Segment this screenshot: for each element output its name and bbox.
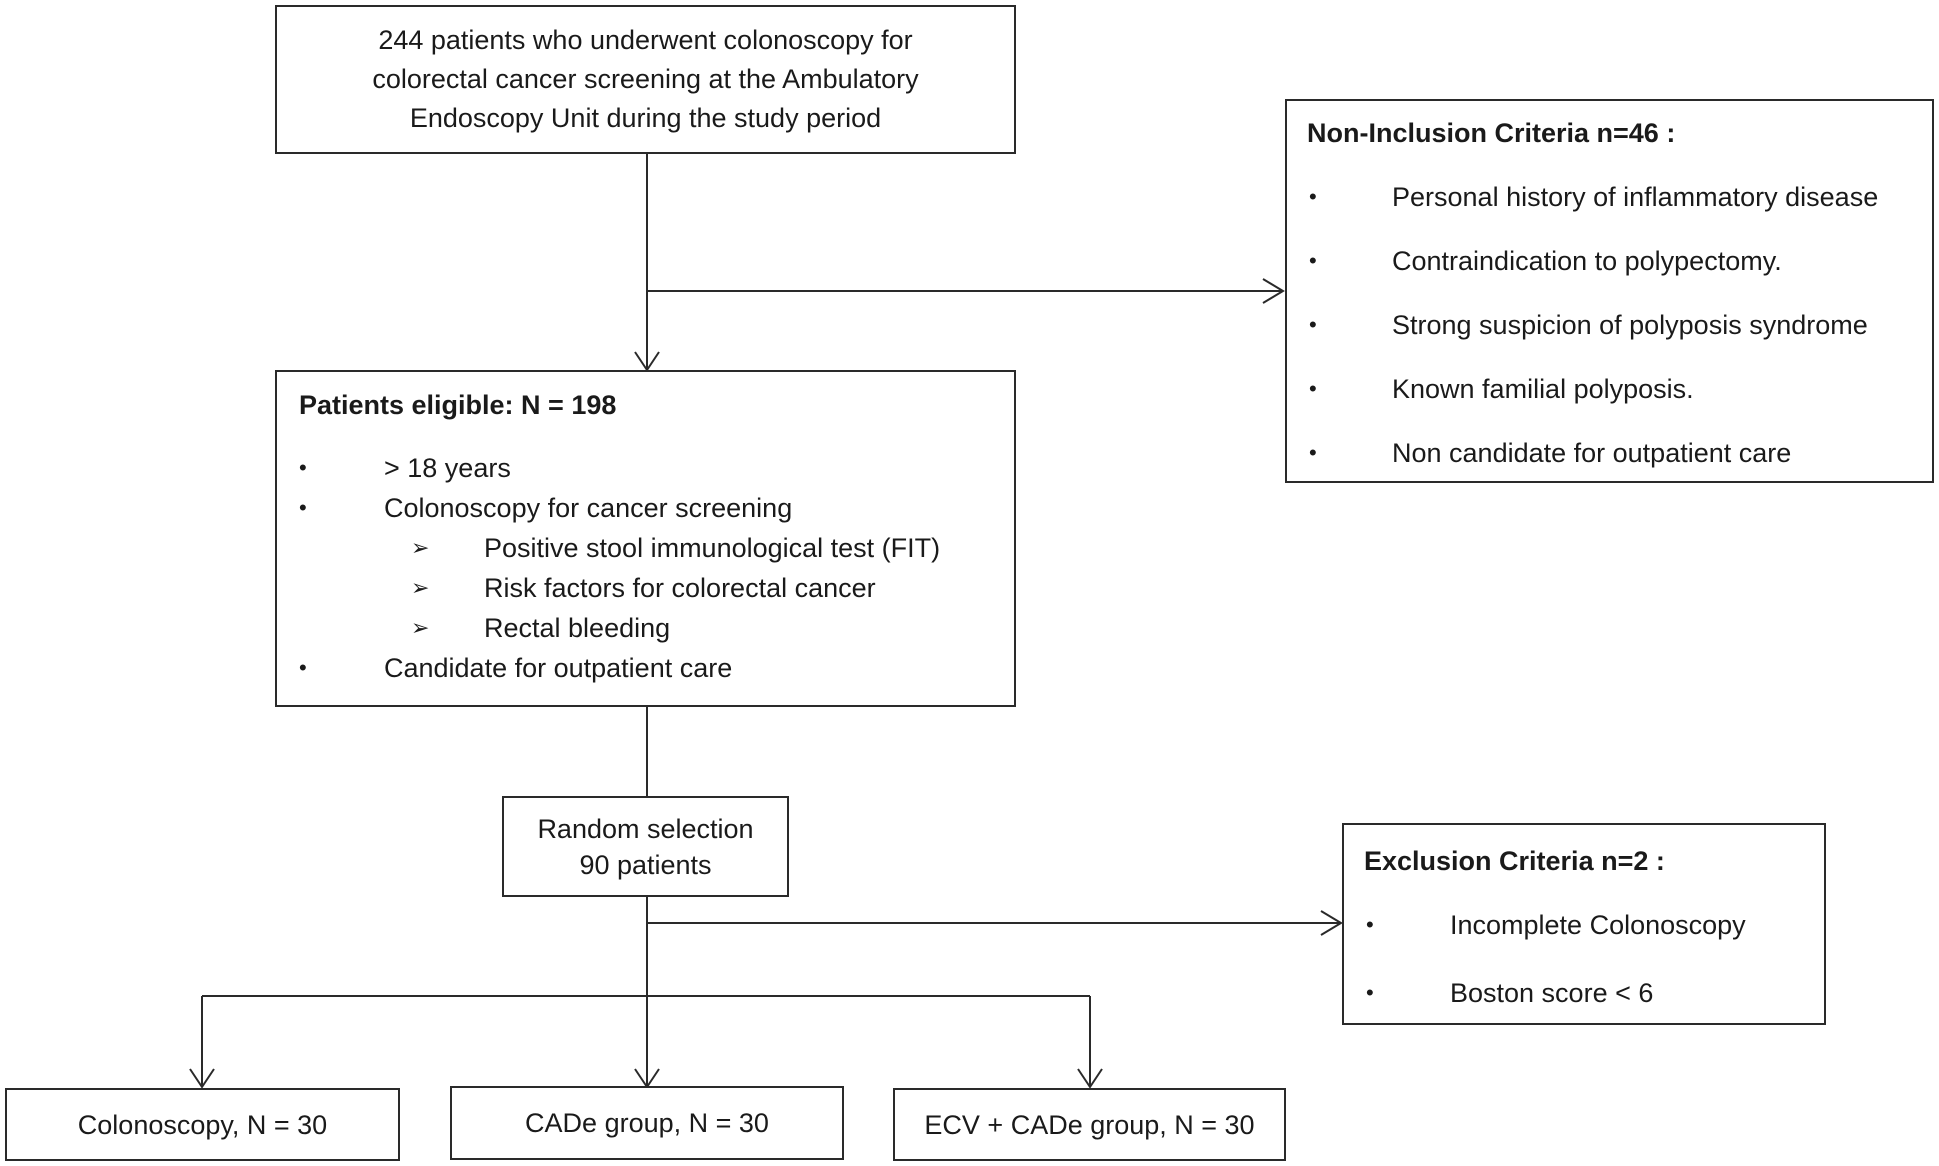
bullet-icon: • bbox=[299, 455, 307, 480]
non-inclusion-item: Strong suspicion of polyposis syndrome bbox=[1392, 310, 1868, 340]
group-colonoscopy-label: Colonoscopy, N = 30 bbox=[77, 1109, 328, 1140]
bullet-icon: • bbox=[1309, 248, 1317, 273]
arrow-bullet-icon: ➢ bbox=[411, 535, 430, 560]
bullet-icon: • bbox=[1309, 376, 1317, 401]
arrow-bullet-icon: ➢ bbox=[411, 575, 430, 600]
bullet-icon: • bbox=[1309, 184, 1317, 209]
exclusion-item: Boston score < 6 bbox=[1450, 978, 1654, 1008]
bullet-icon: • bbox=[1366, 912, 1374, 937]
eligible-patients-box: Patients eligible: N = 198 • > 18 years … bbox=[275, 370, 1016, 707]
arrowhead-non-inclusion bbox=[1262, 278, 1285, 304]
arrowhead-ecv-cade bbox=[1077, 1068, 1103, 1089]
random-selection-box: Random selection 90 patients bbox=[502, 796, 789, 897]
arrowhead-exclusion bbox=[1320, 910, 1343, 936]
eligible-item: > 18 years bbox=[384, 453, 511, 483]
non-inclusion-title: Non-Inclusion Criteria n=46 : bbox=[1307, 118, 1676, 148]
arrow-bullet-icon: ➢ bbox=[411, 615, 430, 640]
exclusion-item: Incomplete Colonoscopy bbox=[1450, 910, 1746, 940]
bullet-icon: • bbox=[1309, 440, 1317, 465]
screened-line-3: Endoscopy Unit during the study period bbox=[409, 103, 882, 133]
arrowhead-colonoscopy bbox=[189, 1068, 215, 1089]
bullet-icon: • bbox=[299, 495, 307, 520]
non-inclusion-item: Known familial polyposis. bbox=[1392, 374, 1694, 404]
exclusion-title: Exclusion Criteria n=2 : bbox=[1364, 846, 1665, 876]
group-colonoscopy-box: Colonoscopy, N = 30 bbox=[5, 1088, 400, 1161]
eligible-sub-item: Rectal bleeding bbox=[484, 613, 671, 643]
eligible-item: Colonoscopy for cancer screening bbox=[384, 493, 793, 523]
screened-line-1: 244 patients who underwent colonoscopy f… bbox=[378, 25, 913, 55]
random-line-2: 90 patients bbox=[579, 849, 712, 880]
bullet-icon: • bbox=[1366, 980, 1374, 1005]
eligible-title: Patients eligible: N = 198 bbox=[299, 390, 617, 420]
eligible-sub-item: Positive stool immunological test (FIT) bbox=[484, 533, 941, 563]
bullet-icon: • bbox=[1309, 312, 1317, 337]
non-inclusion-item: Non candidate for outpatient care bbox=[1392, 438, 1792, 468]
random-line-1: Random selection bbox=[537, 813, 754, 844]
eligible-sub-item: Risk factors for colorectal cancer bbox=[484, 573, 876, 603]
bullet-icon: • bbox=[299, 655, 307, 680]
screened-patients-box: 244 patients who underwent colonoscopy f… bbox=[275, 5, 1016, 154]
group-cade-label: CADe group, N = 30 bbox=[525, 1108, 769, 1138]
non-inclusion-item: Personal history of inflammatory disease bbox=[1392, 182, 1879, 212]
group-cade-box: CADe group, N = 30 bbox=[450, 1086, 844, 1160]
non-inclusion-criteria-box: Non-Inclusion Criteria n=46 : • Personal… bbox=[1285, 99, 1934, 483]
eligible-item: Candidate for outpatient care bbox=[384, 653, 733, 683]
group-ecv-cade-box: ECV + CADe group, N = 30 bbox=[893, 1088, 1286, 1161]
group-ecv-cade-label: ECV + CADe group, N = 30 bbox=[924, 1109, 1255, 1140]
screened-line-2: colorectal cancer screening at the Ambul… bbox=[372, 64, 919, 94]
non-inclusion-item: Contraindication to polypectomy. bbox=[1392, 246, 1782, 276]
exclusion-criteria-box: Exclusion Criteria n=2 : • Incomplete Co… bbox=[1342, 823, 1826, 1025]
